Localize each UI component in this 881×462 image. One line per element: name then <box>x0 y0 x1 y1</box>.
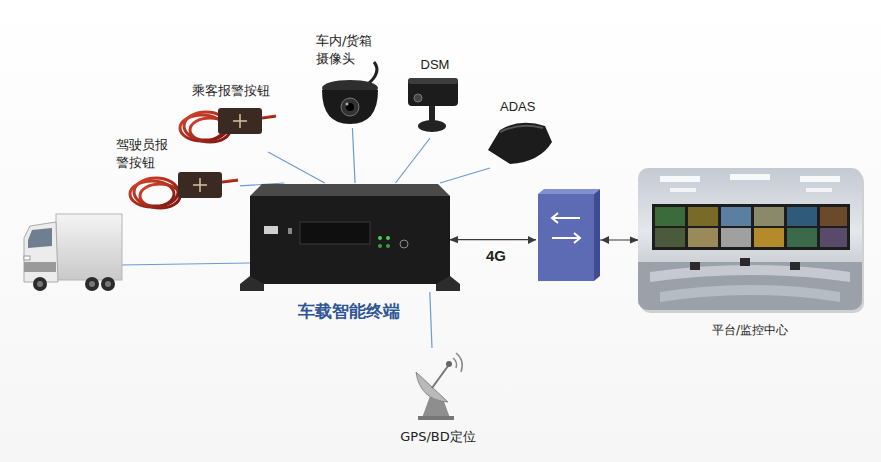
passenger-button-module <box>218 108 262 134</box>
passenger-button-node: 乘客报警按钮 <box>178 84 278 152</box>
dsm-picture <box>408 78 458 132</box>
camera-picture <box>322 62 378 124</box>
truck-picture <box>24 214 122 291</box>
driver-button-module <box>178 172 222 198</box>
adas-picture <box>488 123 552 164</box>
arrow-head <box>601 236 609 244</box>
switch-picture <box>538 189 600 281</box>
terminal-node: 车载智能终端 <box>248 183 450 292</box>
connector <box>440 168 490 183</box>
adas-node: ADAS <box>478 98 558 168</box>
connector <box>268 152 325 183</box>
connector <box>352 128 355 183</box>
arrow-head <box>528 236 536 244</box>
gps-node: GPS/BD定位 <box>388 348 488 452</box>
device-label: 驾驶员报 警按钮 <box>116 136 173 172</box>
edge-label: 4G <box>484 247 508 264</box>
device-label: DSM <box>400 56 470 74</box>
truck-wire <box>120 263 250 265</box>
dsm-node: DSM <box>400 56 470 138</box>
device-label: 乘客报警按钮 <box>192 82 278 100</box>
gps-dish-picture <box>416 353 462 420</box>
camera-node: 车内/货箱 摄像头 <box>310 30 390 128</box>
monitoring-room-picture <box>638 168 864 313</box>
device-label: 平台/监控中心 <box>638 322 862 338</box>
device-label: ADAS <box>500 98 558 116</box>
connector <box>430 292 432 348</box>
device-label: 车载智能终端 <box>248 300 450 323</box>
connector <box>395 138 430 183</box>
device-label: GPS/BD定位 <box>388 428 488 446</box>
platform-node: 平台/监控中心 <box>638 168 862 310</box>
driver-button-node: 驾驶员报 警按钮 <box>112 136 240 214</box>
terminal-picture <box>240 184 460 291</box>
device-label: 车内/货箱 摄像头 <box>316 32 382 68</box>
